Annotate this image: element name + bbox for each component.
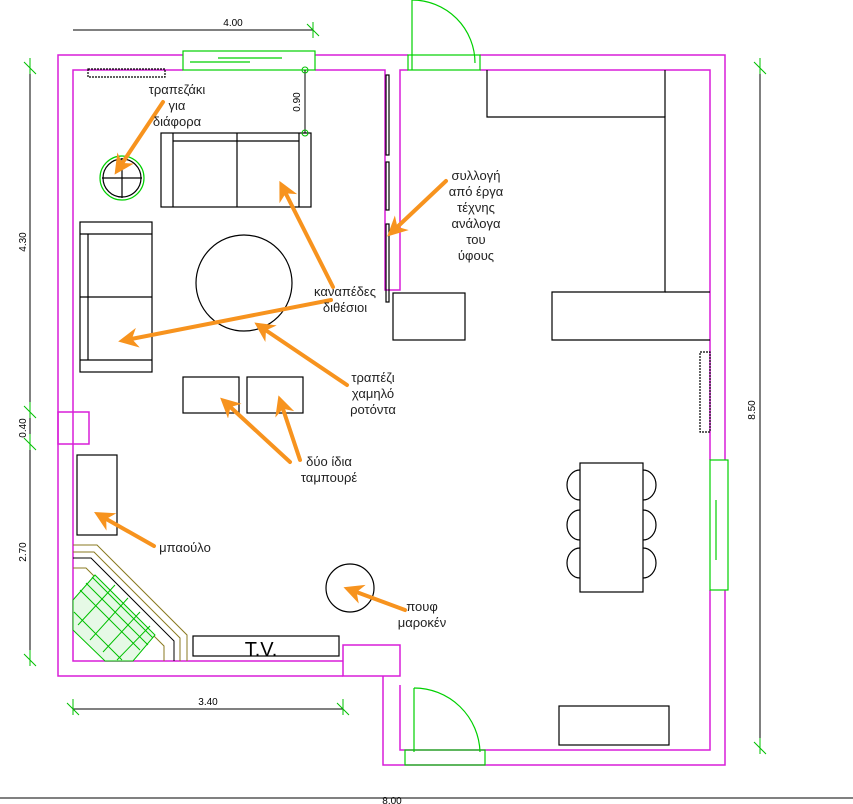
openings [182, 0, 729, 766]
label-chest: μπαούλο [159, 540, 211, 555]
chest [76, 454, 118, 536]
dim-left-pillar: 0.40 [18, 418, 29, 438]
kitchen-counter [486, 70, 710, 341]
label-sofas: καναπέδες διθέσιοι [314, 284, 376, 315]
corner-fireplace [72, 544, 188, 662]
label-line: από έργα [449, 184, 504, 199]
label-line: ταμπουρέ [301, 470, 357, 485]
label-tv: T.V. [245, 639, 278, 661]
label-art-collection: συλλογή από έργα τέχνης ανάλογα του ύφου… [449, 168, 504, 263]
label-line: ροτόντα [350, 402, 396, 417]
right-window [709, 459, 729, 591]
wall-step [342, 644, 401, 677]
arrow-stool [275, 395, 302, 462]
dim-left-lower: 2.70 [18, 542, 29, 562]
radiator-right [699, 351, 711, 433]
arrow-coffee-table [254, 322, 349, 387]
label-line: τραπέζι [351, 370, 394, 385]
dim-top-width: 4.00 [223, 18, 243, 29]
tv-unit [192, 635, 340, 657]
bottom-cabinet [558, 705, 670, 746]
label-line: δύο ίδια [306, 454, 352, 469]
pouf [325, 563, 375, 613]
cabinet [392, 292, 466, 341]
arrow-sofa-top [279, 180, 335, 289]
arrow-stool [220, 397, 292, 464]
dim-window-offset: 0.90 [292, 92, 303, 112]
stool [182, 376, 240, 414]
annotation-arrows [94, 100, 448, 612]
label-line: διάφορα [153, 114, 202, 129]
arrow-side-table [114, 100, 165, 175]
art-panels [385, 74, 390, 303]
label-line: χαμηλό [352, 386, 394, 401]
furniture [72, 68, 711, 746]
label-line: ανάλογα [451, 216, 501, 231]
label-line: συλλογή [452, 168, 501, 183]
dim-bottom-width: 3.40 [198, 697, 218, 708]
coffee-table [195, 234, 293, 332]
label-stools: δύο ίδια ταμπουρέ [301, 454, 357, 485]
dimension-lines [0, 22, 853, 799]
label-line: τέχνης [457, 200, 495, 215]
sofa-left [79, 221, 153, 373]
top-window [182, 50, 316, 71]
entry-door-bottom [404, 687, 486, 766]
sofa-top [160, 132, 312, 208]
label-side-table: τραπεζάκι για διάφορα [149, 82, 206, 129]
dining-table [566, 462, 657, 593]
arrow-art-collection [387, 179, 448, 237]
label-line: πουφ [406, 599, 438, 614]
dim-right-total: 8.50 [747, 400, 758, 420]
dim-bottom-total: 8.00 [382, 796, 402, 804]
label-line: ύφους [458, 248, 494, 263]
entry-door-top [407, 0, 481, 71]
label-line: για [169, 98, 186, 113]
label-line: μαροκέν [398, 615, 446, 630]
dim-left-upper: 4.30 [18, 232, 29, 252]
arrow-pouf [343, 584, 407, 612]
label-coffee-table: τραπέζι χαμηλό ροτόντα [350, 370, 396, 417]
arrow-chest [94, 512, 156, 548]
pillar [57, 411, 90, 445]
label-line: καναπέδες [314, 284, 376, 299]
walls [57, 54, 726, 766]
label-line: του [466, 232, 485, 247]
stool [246, 376, 304, 414]
radiator-top [87, 68, 166, 78]
label-line: διθέσιοι [323, 300, 367, 315]
label-line: τραπεζάκι [149, 82, 206, 97]
label-pouf: πουφ μαροκέν [398, 599, 446, 630]
arrow-sofa-left [118, 298, 333, 348]
